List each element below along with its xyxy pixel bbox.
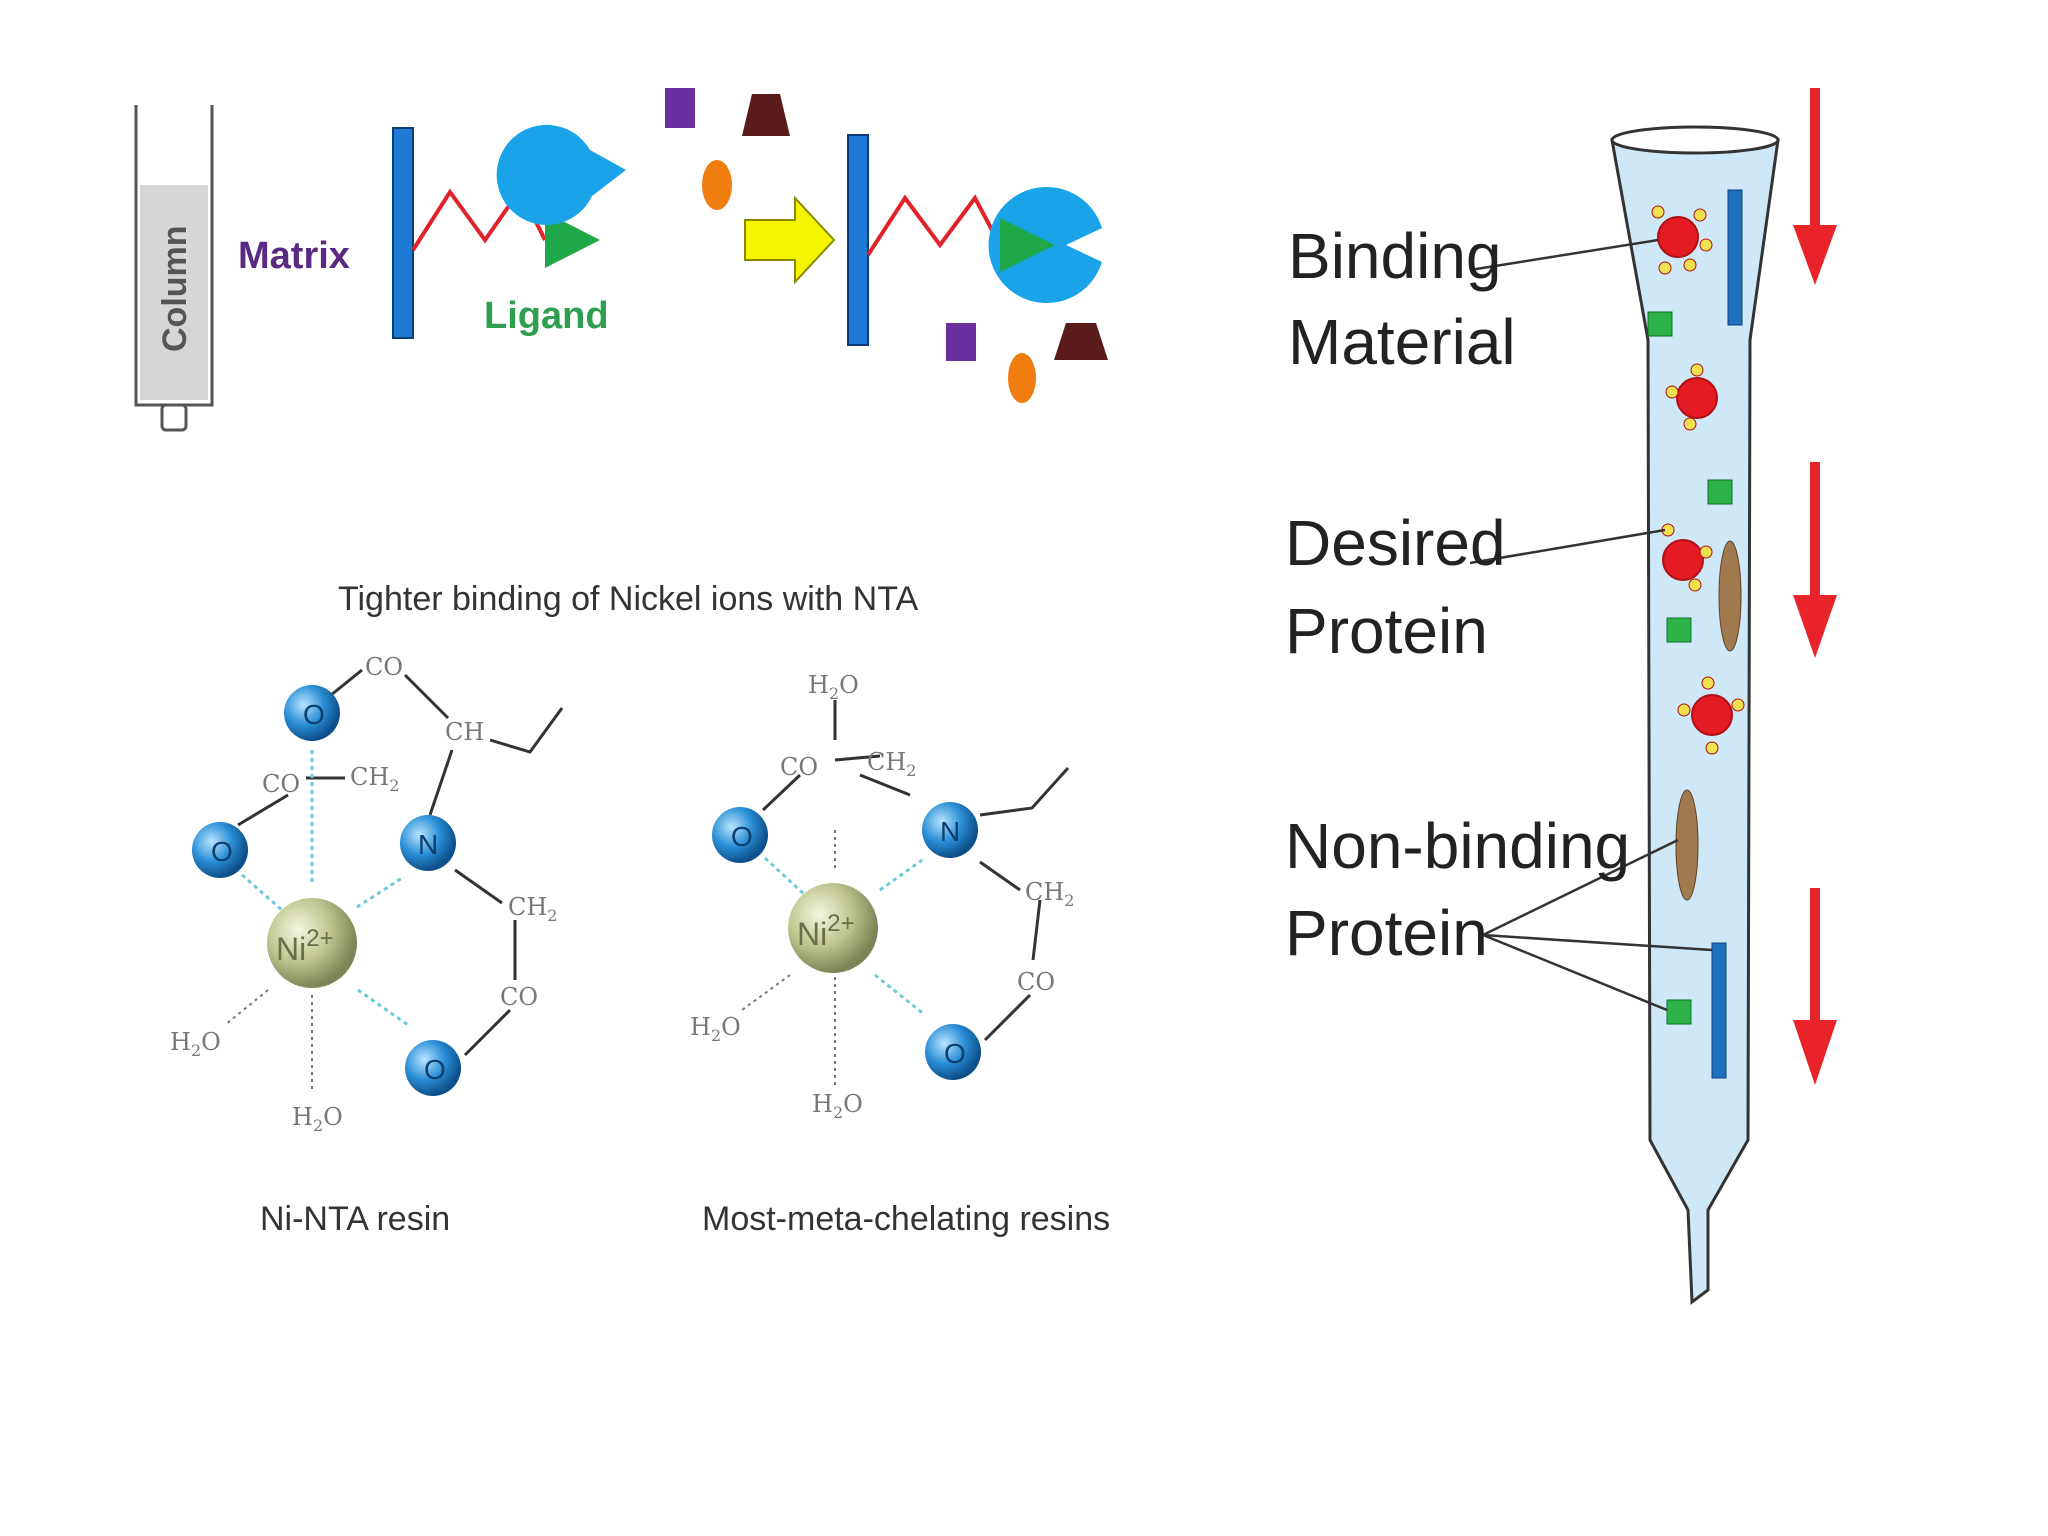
green-square: [1666, 999, 1692, 1025]
flow-arrow: [1793, 888, 1837, 1085]
red-protein: [1661, 523, 1713, 592]
brown-oval: [1675, 789, 1699, 901]
ni-nta-structure: O O N O Ni2+ CO CH CO CH2 CH2 CO H2O H2O…: [170, 653, 564, 1238]
ligand-triangle-2: [1000, 218, 1055, 272]
column-tube: Column: [134, 105, 214, 432]
group-co: CO: [262, 770, 300, 798]
atom-o-label: O: [944, 1038, 966, 1069]
metal-label: Ni2+: [276, 925, 334, 967]
binding-material-label: Binding Material: [1288, 220, 1519, 378]
meta-chelating-structure: O N O Ni2+ H2O CO CH2 CH2 CO H2O H2O Mos…: [690, 671, 1110, 1238]
target-protein-free: [496, 124, 626, 225]
atom-o-label: O: [731, 821, 753, 852]
blue-bar: [1711, 942, 1727, 1079]
atom-o-label: O: [211, 836, 233, 867]
group-co: CO: [500, 983, 538, 1011]
orange-oval-1: [702, 160, 732, 210]
desired-protein-label: Desired Protein: [1285, 507, 1523, 667]
flow-arrow: [1793, 462, 1837, 658]
right-caption: Most-meta-chelating resins: [702, 1200, 1110, 1238]
nickel-ion: [788, 883, 878, 973]
group-ch2: CH2: [508, 893, 557, 925]
column-opening: [1610, 125, 1780, 155]
orange-oval-2: [1008, 353, 1036, 403]
blue-bar: [1727, 189, 1743, 326]
purple-square-1: [665, 88, 695, 128]
column-diagram: Binding Material Desired Protein Non-bin…: [1285, 88, 1837, 1305]
left-caption: Ni-NTA resin: [260, 1200, 450, 1238]
purple-square-2: [946, 323, 976, 361]
green-square: [1666, 617, 1692, 643]
group-h2o: H2O: [812, 1090, 863, 1122]
red-protein: [1651, 205, 1713, 275]
group-co: CO: [780, 753, 818, 781]
group-co: CO: [1017, 968, 1055, 996]
green-square: [1647, 311, 1673, 337]
ligand-label: Ligand: [484, 295, 609, 337]
matrix-label: Matrix: [238, 235, 350, 277]
matrix-bar-1: [392, 127, 414, 339]
nickel-ion: [267, 898, 357, 988]
atom-o-label: O: [303, 699, 325, 730]
non-binding-protein-label: Non-binding Protein: [1285, 810, 1648, 969]
dark-trapezoid-1: [742, 94, 790, 136]
ni-nta-title: Tighter binding of Nickel ions with NTA: [338, 580, 918, 618]
flow-right-arrow: [744, 195, 836, 285]
atom-n-label: N: [940, 816, 960, 847]
brown-oval: [1718, 540, 1742, 652]
oxygen-atom: [284, 685, 340, 741]
nitrogen-atom: [922, 802, 978, 858]
group-ch: CH: [445, 718, 484, 746]
flow-arrow: [1793, 88, 1837, 285]
group-h2o: H2O: [808, 671, 859, 703]
red-protein: [1677, 676, 1745, 755]
affinity-scheme: Column Matrix Ligand: [134, 88, 1108, 432]
group-ch2: CH2: [1025, 878, 1074, 910]
red-protein: [1665, 363, 1718, 431]
atom-o-label: O: [424, 1054, 446, 1085]
atom-n-label: N: [418, 829, 438, 860]
oxygen-atom: [405, 1040, 461, 1096]
group-ch2: CH2: [867, 748, 916, 780]
oxygen-atom: [192, 822, 248, 878]
ni-nta-section: Tighter binding of Nickel ions with NTA: [170, 580, 1110, 1238]
metal-label: Ni2+: [797, 910, 855, 952]
dark-trapezoid-2: [1054, 323, 1108, 360]
oxygen-atom: [925, 1024, 981, 1080]
group-co: CO: [365, 653, 403, 681]
group-h2o: H2O: [690, 1013, 741, 1045]
leader-lines: [1469, 238, 1713, 1012]
ligand-triangle-1: [545, 212, 600, 268]
group-ch2: CH2: [350, 763, 399, 795]
column-label: Column: [156, 225, 194, 352]
matrix-bar-2: [847, 134, 869, 346]
nitrogen-atom: [400, 815, 456, 871]
group-h2o: H2O: [292, 1103, 343, 1135]
linker-2: [866, 194, 1002, 257]
green-square: [1707, 479, 1733, 505]
oxygen-atom: [712, 807, 768, 863]
group-h2o: H2O: [170, 1028, 221, 1060]
